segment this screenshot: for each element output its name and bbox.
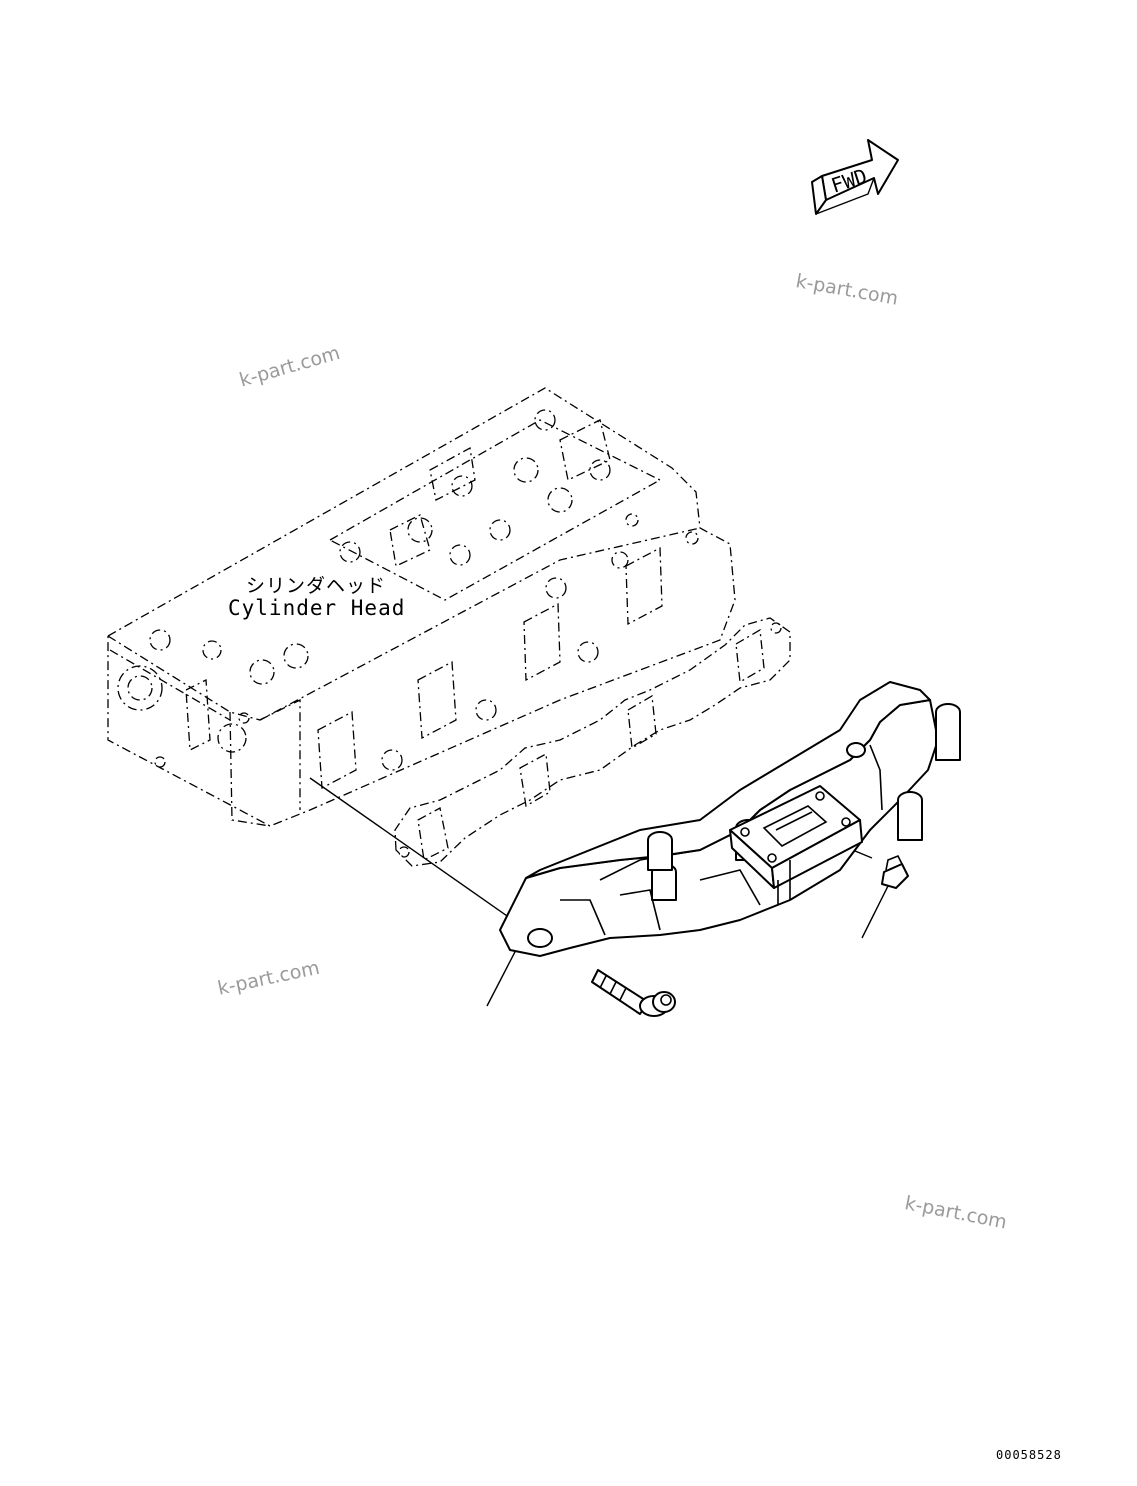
fwd-arrow-label: FWD	[828, 164, 870, 198]
cylinder-head-label-en: Cylinder Head	[228, 596, 406, 620]
leader-line-head	[309, 777, 511, 919]
flange-bolt	[591, 969, 676, 1017]
cylinder-head-label-jp: シリンダヘッド	[246, 575, 387, 597]
leader-line-bolt	[486, 945, 519, 1007]
leader-line-stud	[861, 881, 891, 939]
manifold-gasket-outline	[394, 617, 791, 867]
drawing-number: 00058528	[996, 1448, 1062, 1462]
fwd-arrow-icon: FWD	[811, 139, 899, 215]
exhaust-manifold	[499, 681, 961, 957]
cylinder-head-outline	[107, 387, 736, 827]
stud-fitting	[881, 854, 909, 889]
